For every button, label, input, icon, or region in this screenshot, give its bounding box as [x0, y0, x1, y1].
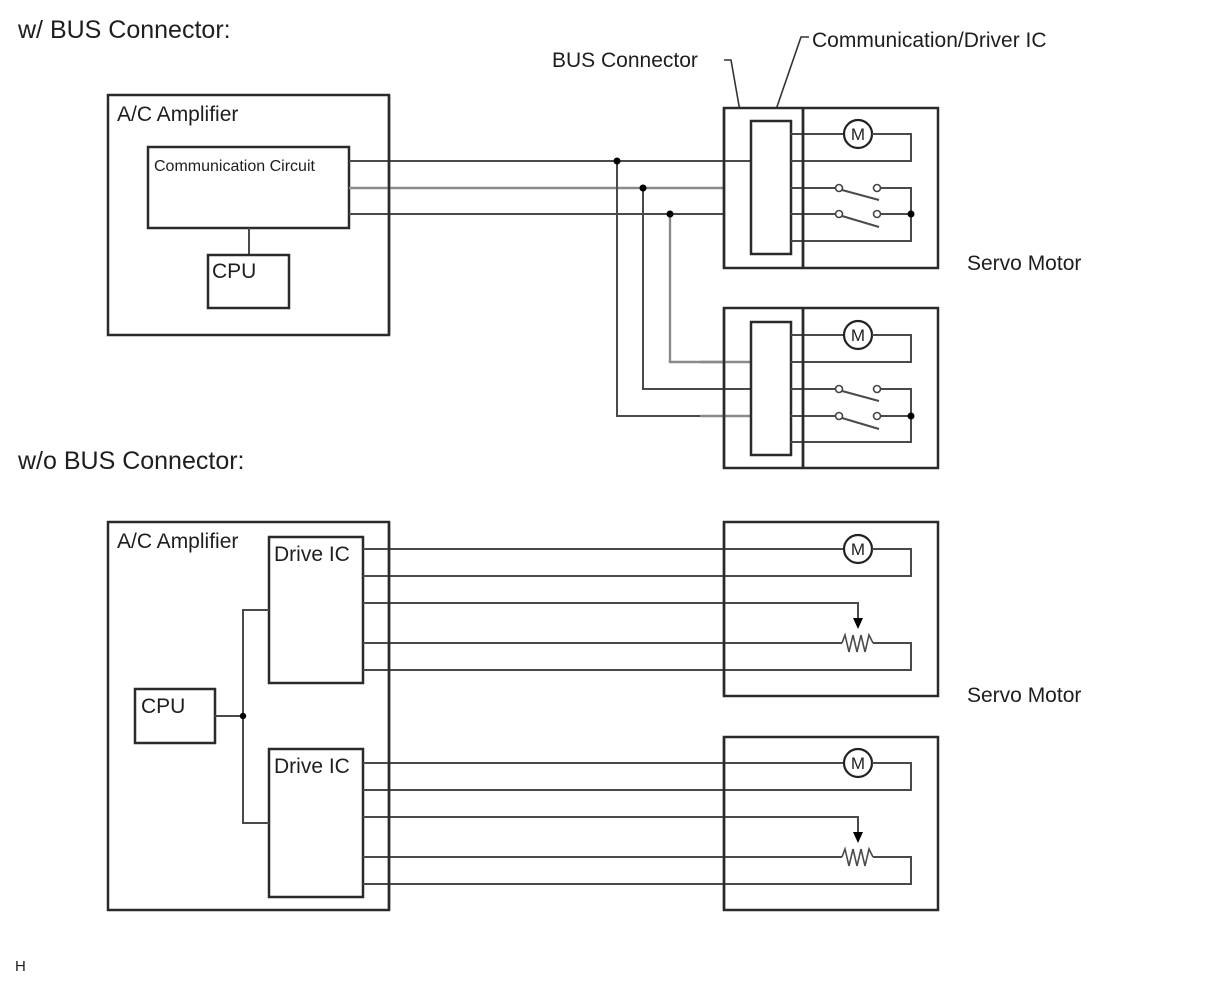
motor-loop-wire [791, 334, 912, 363]
servo-housing [722, 735, 940, 912]
motor-symbol: M [851, 540, 865, 559]
switch-contact [834, 384, 844, 394]
switch-contact [834, 209, 844, 219]
callouts: BUS Connector Communication/Driver IC [552, 29, 1047, 131]
switch-contact [872, 183, 882, 193]
switch-2-icon [841, 215, 880, 228]
drive-ic-label: Drive IC [274, 543, 350, 566]
comm-driver-ic-box [749, 119, 793, 256]
motor-symbol: M [851, 754, 865, 773]
servo-unit-bus-1: M [700, 106, 940, 270]
switch-contact [834, 183, 844, 193]
drive-wire-3 [363, 816, 859, 834]
servo-housing [722, 520, 940, 698]
switch-contact [834, 411, 844, 421]
switch-1-icon [841, 189, 880, 201]
ac-amplifier-label: A/C Amplifier [117, 530, 238, 553]
footer-mark: H [15, 958, 26, 975]
bus-connector-callout: BUS Connector [552, 49, 698, 72]
cpu-box [133, 687, 217, 745]
cpu-box [206, 253, 291, 310]
servo-motor-label: Servo Motor [967, 684, 1081, 707]
switch-contact [872, 384, 882, 394]
drive-wire-2 [363, 762, 912, 791]
drive-ic-label: Drive IC [274, 755, 350, 778]
drive-wire-5 [363, 642, 912, 671]
servo-unit-direct-2: M [363, 735, 940, 912]
switch-contact [872, 209, 882, 219]
communication-circuit-label: Communication Circuit [154, 158, 315, 175]
drive-wire-3 [363, 602, 859, 620]
servo-motor-label: Servo Motor [967, 252, 1081, 275]
junction-dot [907, 412, 915, 420]
motor-loop-wire [791, 133, 912, 162]
junction-dot [907, 210, 915, 218]
ac-amplifier-label: A/C Amplifier [117, 103, 238, 126]
junction-dot [666, 210, 674, 218]
wiper-arrow-icon [853, 832, 863, 843]
section-without-bus-connector: w/o BUS Connector: A/C Amplifier Drive I… [17, 447, 1081, 912]
servo-unit-bus-2: M [700, 306, 940, 470]
servo-unit-direct-1: M [363, 520, 940, 698]
communication-circuit-box [146, 145, 351, 230]
switch-contact [872, 411, 882, 421]
junction-dot [639, 184, 647, 192]
potentiometer-icon [841, 846, 874, 867]
section-heading: w/ BUS Connector: [17, 16, 231, 44]
comm-driver-ic-callout: Communication/Driver IC [812, 29, 1047, 52]
section-with-bus-connector: w/ BUS Connector: A/C Amplifier Communic… [17, 16, 1081, 470]
section-heading: w/o BUS Connector: [17, 447, 245, 475]
cpu-label: CPU [212, 260, 256, 283]
drive-wire-5 [363, 856, 912, 885]
junction-dot [239, 712, 247, 720]
bus-wires [349, 157, 750, 417]
potentiometer-icon [841, 632, 874, 653]
comm-driver-ic-leader [768, 36, 809, 131]
switch-1-icon [841, 390, 880, 402]
switch-2-icon [841, 417, 880, 430]
motor-symbol: M [851, 326, 865, 345]
drive-ic-box-2 [267, 747, 365, 899]
drive-wire-2 [363, 548, 912, 577]
motor-symbol: M [851, 125, 865, 144]
cpu-label: CPU [141, 695, 185, 718]
comm-driver-ic-box [749, 320, 793, 457]
bus-connector-leader [724, 59, 742, 118]
ac-amplifier: A/C Amplifier Drive IC Drive IC CPU [106, 520, 391, 912]
drive-ic-box-1 [267, 535, 365, 685]
ac-amplifier: A/C Amplifier Communication Circuit CPU [106, 93, 391, 337]
wiper-arrow-icon [853, 618, 863, 629]
junction-dot [613, 157, 621, 165]
